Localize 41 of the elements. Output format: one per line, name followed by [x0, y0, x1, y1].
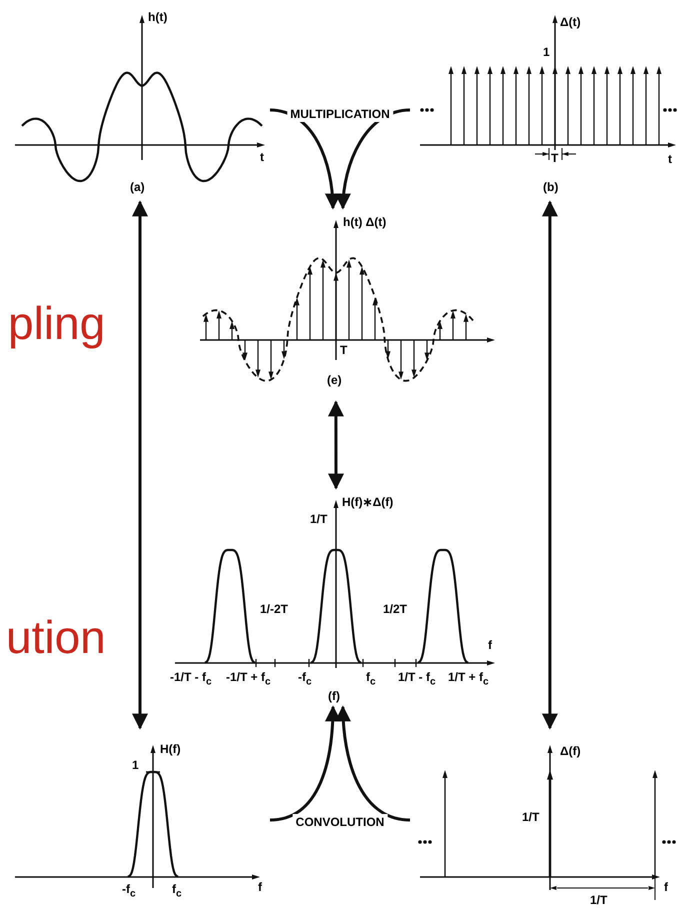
double-arrow	[132, 200, 148, 730]
tick-label: 1/-2T	[260, 602, 288, 616]
axis-label: H(f)∗Δ(f)	[342, 495, 394, 509]
tick-label: 1/T - f$_{c}$	[398, 670, 436, 690]
tick-label: -f$_{c}$	[298, 670, 312, 690]
axis-label: t	[260, 150, 264, 164]
panel-label: (e)	[327, 373, 342, 387]
axis-label: f	[664, 880, 668, 894]
arrow	[270, 705, 341, 822]
axis-label: t	[668, 152, 672, 166]
axis-label: Δ(t)	[560, 15, 581, 29]
axis-label: h(t)	[148, 10, 168, 24]
arrow	[336, 108, 410, 210]
tick-label: f$_{c}$	[366, 670, 376, 690]
panel-label: (a)	[130, 180, 145, 194]
tick-label: T	[551, 151, 558, 165]
tick-label: 1/T + f$_{c}$	[448, 670, 489, 690]
tick-label: 1/2T	[383, 602, 408, 616]
panel-label: (f)	[328, 689, 340, 703]
heading-fragment: ution	[6, 610, 106, 664]
tick-label: T	[340, 343, 348, 357]
tick-label: -f$_{c}$	[122, 882, 136, 902]
axis-label: h(t) Δ(t)	[343, 215, 386, 229]
tick-label: 1/T	[522, 810, 540, 824]
tick-label: -1/T + f$_{c}$	[226, 670, 271, 690]
tick-label: 1	[132, 758, 139, 772]
tick-label: 1/T	[310, 512, 328, 526]
arrow	[270, 108, 340, 210]
panel-label: (b)	[543, 180, 558, 194]
tick-label: 1/T	[590, 893, 608, 907]
tick-label: -1/T - f$_{c}$	[170, 670, 212, 690]
tick-label: 1	[543, 45, 550, 59]
axis-label: f	[488, 638, 492, 652]
arrow	[335, 705, 410, 822]
tick-label: f$_{c}$	[172, 882, 182, 902]
axis-label: H(f)	[160, 742, 181, 756]
double-arrow	[542, 200, 558, 730]
axis-label: f	[258, 880, 262, 894]
axis-label: Δ(f)	[560, 744, 581, 758]
heading-fragment: pling	[8, 296, 106, 350]
double-arrow	[328, 400, 344, 490]
